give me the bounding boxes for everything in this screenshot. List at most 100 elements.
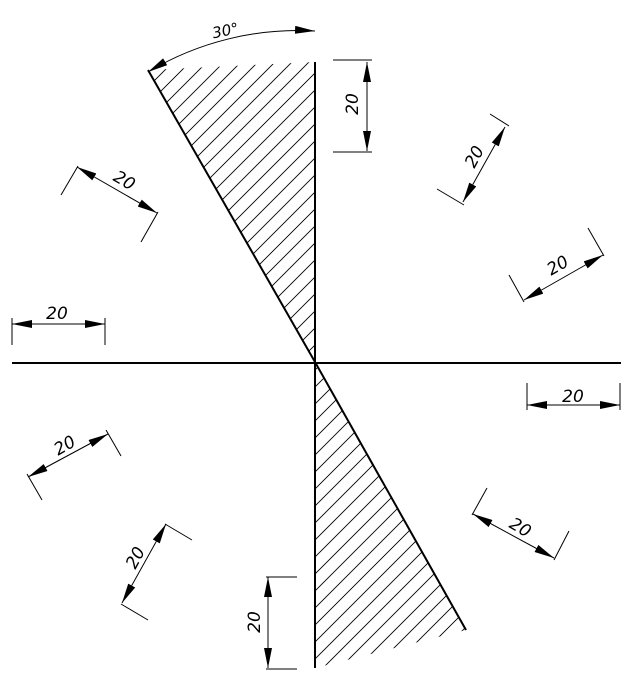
dimension-label: 20 — [51, 432, 80, 460]
hatch-line — [148, 62, 315, 362]
hatch-line — [315, 362, 466, 668]
dimension-label: 20 — [461, 143, 489, 171]
hatch-line — [315, 362, 466, 668]
hatch-line — [148, 62, 315, 362]
extension-line — [105, 429, 122, 457]
hatch-line — [265, 62, 315, 362]
hatch-line — [529, 0, 633, 693]
hatch-line — [315, 362, 466, 668]
hatch-line — [315, 362, 466, 668]
angle-label: 30° — [211, 19, 241, 42]
dimension-line — [523, 254, 604, 301]
extension-line — [508, 274, 525, 303]
hatch-line — [148, 62, 315, 362]
hatch-line — [148, 62, 253, 362]
hatch-line — [315, 362, 466, 668]
hatch-line — [334, 0, 633, 693]
hatch-line — [315, 362, 466, 668]
hatch-line — [197, 62, 315, 362]
hatch-line — [148, 62, 315, 362]
hatch-line — [148, 62, 315, 362]
hatch-line — [148, 62, 315, 362]
extension-line — [26, 473, 43, 501]
hatch-line — [315, 362, 466, 668]
hatch-line — [148, 62, 315, 362]
hatch-line — [315, 362, 466, 668]
hatch-line — [148, 62, 315, 362]
hatch-line — [478, 0, 633, 693]
dimension-lower-right-slanted: 20 — [471, 487, 570, 561]
hatch-line — [148, 62, 315, 362]
dimension-label: 20 — [245, 611, 265, 633]
dimension-right-slanted: 20 — [508, 227, 605, 303]
hatch-line — [148, 62, 168, 362]
dimension-label: 20 — [506, 514, 535, 542]
dimension-upper-left-slanted: 20 — [60, 165, 159, 243]
extension-line — [553, 530, 570, 561]
dimension-left-horizontal: 20 — [11, 304, 106, 345]
dimension-top-vertical: 20 — [333, 59, 372, 153]
hatch-line — [315, 362, 466, 668]
extension-line — [587, 227, 605, 257]
extension-line — [164, 523, 193, 541]
extension-line — [120, 603, 149, 621]
hatch-line — [148, 62, 315, 362]
hatch-line — [148, 62, 315, 362]
hatch-line — [148, 62, 315, 362]
dimension-label: 20 — [343, 93, 363, 115]
hatch-line — [148, 62, 315, 362]
hatch-line — [148, 62, 287, 362]
dimension-line — [76, 166, 158, 214]
angle-arc — [147, 25, 316, 73]
dimension-line — [472, 513, 555, 559]
hatch-line — [580, 0, 633, 693]
dimension-upper-right-steep: 20 — [436, 113, 510, 206]
hatch-line — [148, 62, 219, 362]
hatch-line — [315, 362, 466, 668]
hatch-line — [148, 62, 270, 362]
hatch-line — [148, 62, 315, 362]
dimension-label: 20 — [122, 544, 150, 572]
hatch-line — [148, 62, 202, 362]
hatch-line — [148, 62, 315, 362]
hatch-line — [148, 62, 315, 362]
hatch-line — [597, 0, 633, 693]
hatch-line — [148, 62, 236, 362]
hatch-line — [341, 362, 466, 668]
hatch-line — [385, 0, 633, 693]
hatch-line — [426, 362, 466, 668]
hatch-line — [231, 62, 315, 362]
hatch-line — [148, 62, 315, 362]
hatch-line — [358, 362, 466, 668]
hatch-line — [148, 62, 304, 362]
hatch-line — [163, 62, 315, 362]
dimension-label: 20 — [46, 304, 68, 324]
hatch-line — [148, 62, 151, 362]
hatch-line — [148, 62, 315, 362]
upper-wedge-edge — [147, 69, 316, 363]
hatch-line — [317, 0, 633, 693]
hatch-line — [148, 62, 315, 362]
dimension-line — [462, 126, 506, 203]
hatch-line — [460, 362, 466, 668]
hatch-line — [148, 62, 315, 362]
hatch-line — [148, 62, 315, 362]
extension-line — [60, 165, 79, 196]
extension-line — [140, 211, 159, 243]
hatch-line — [443, 362, 466, 668]
hatch-line — [148, 62, 185, 362]
extension-line — [471, 487, 488, 516]
dimension-line — [121, 523, 167, 604]
hatch-line — [546, 0, 633, 693]
hatch-line — [512, 0, 633, 693]
hatch-line — [214, 62, 315, 362]
dimension-lower-left-steep: 20 — [120, 523, 193, 621]
hatch-line — [563, 0, 633, 693]
dimension-label: 20 — [562, 387, 584, 407]
hatch-line — [180, 62, 315, 362]
hatch-line — [282, 62, 315, 362]
